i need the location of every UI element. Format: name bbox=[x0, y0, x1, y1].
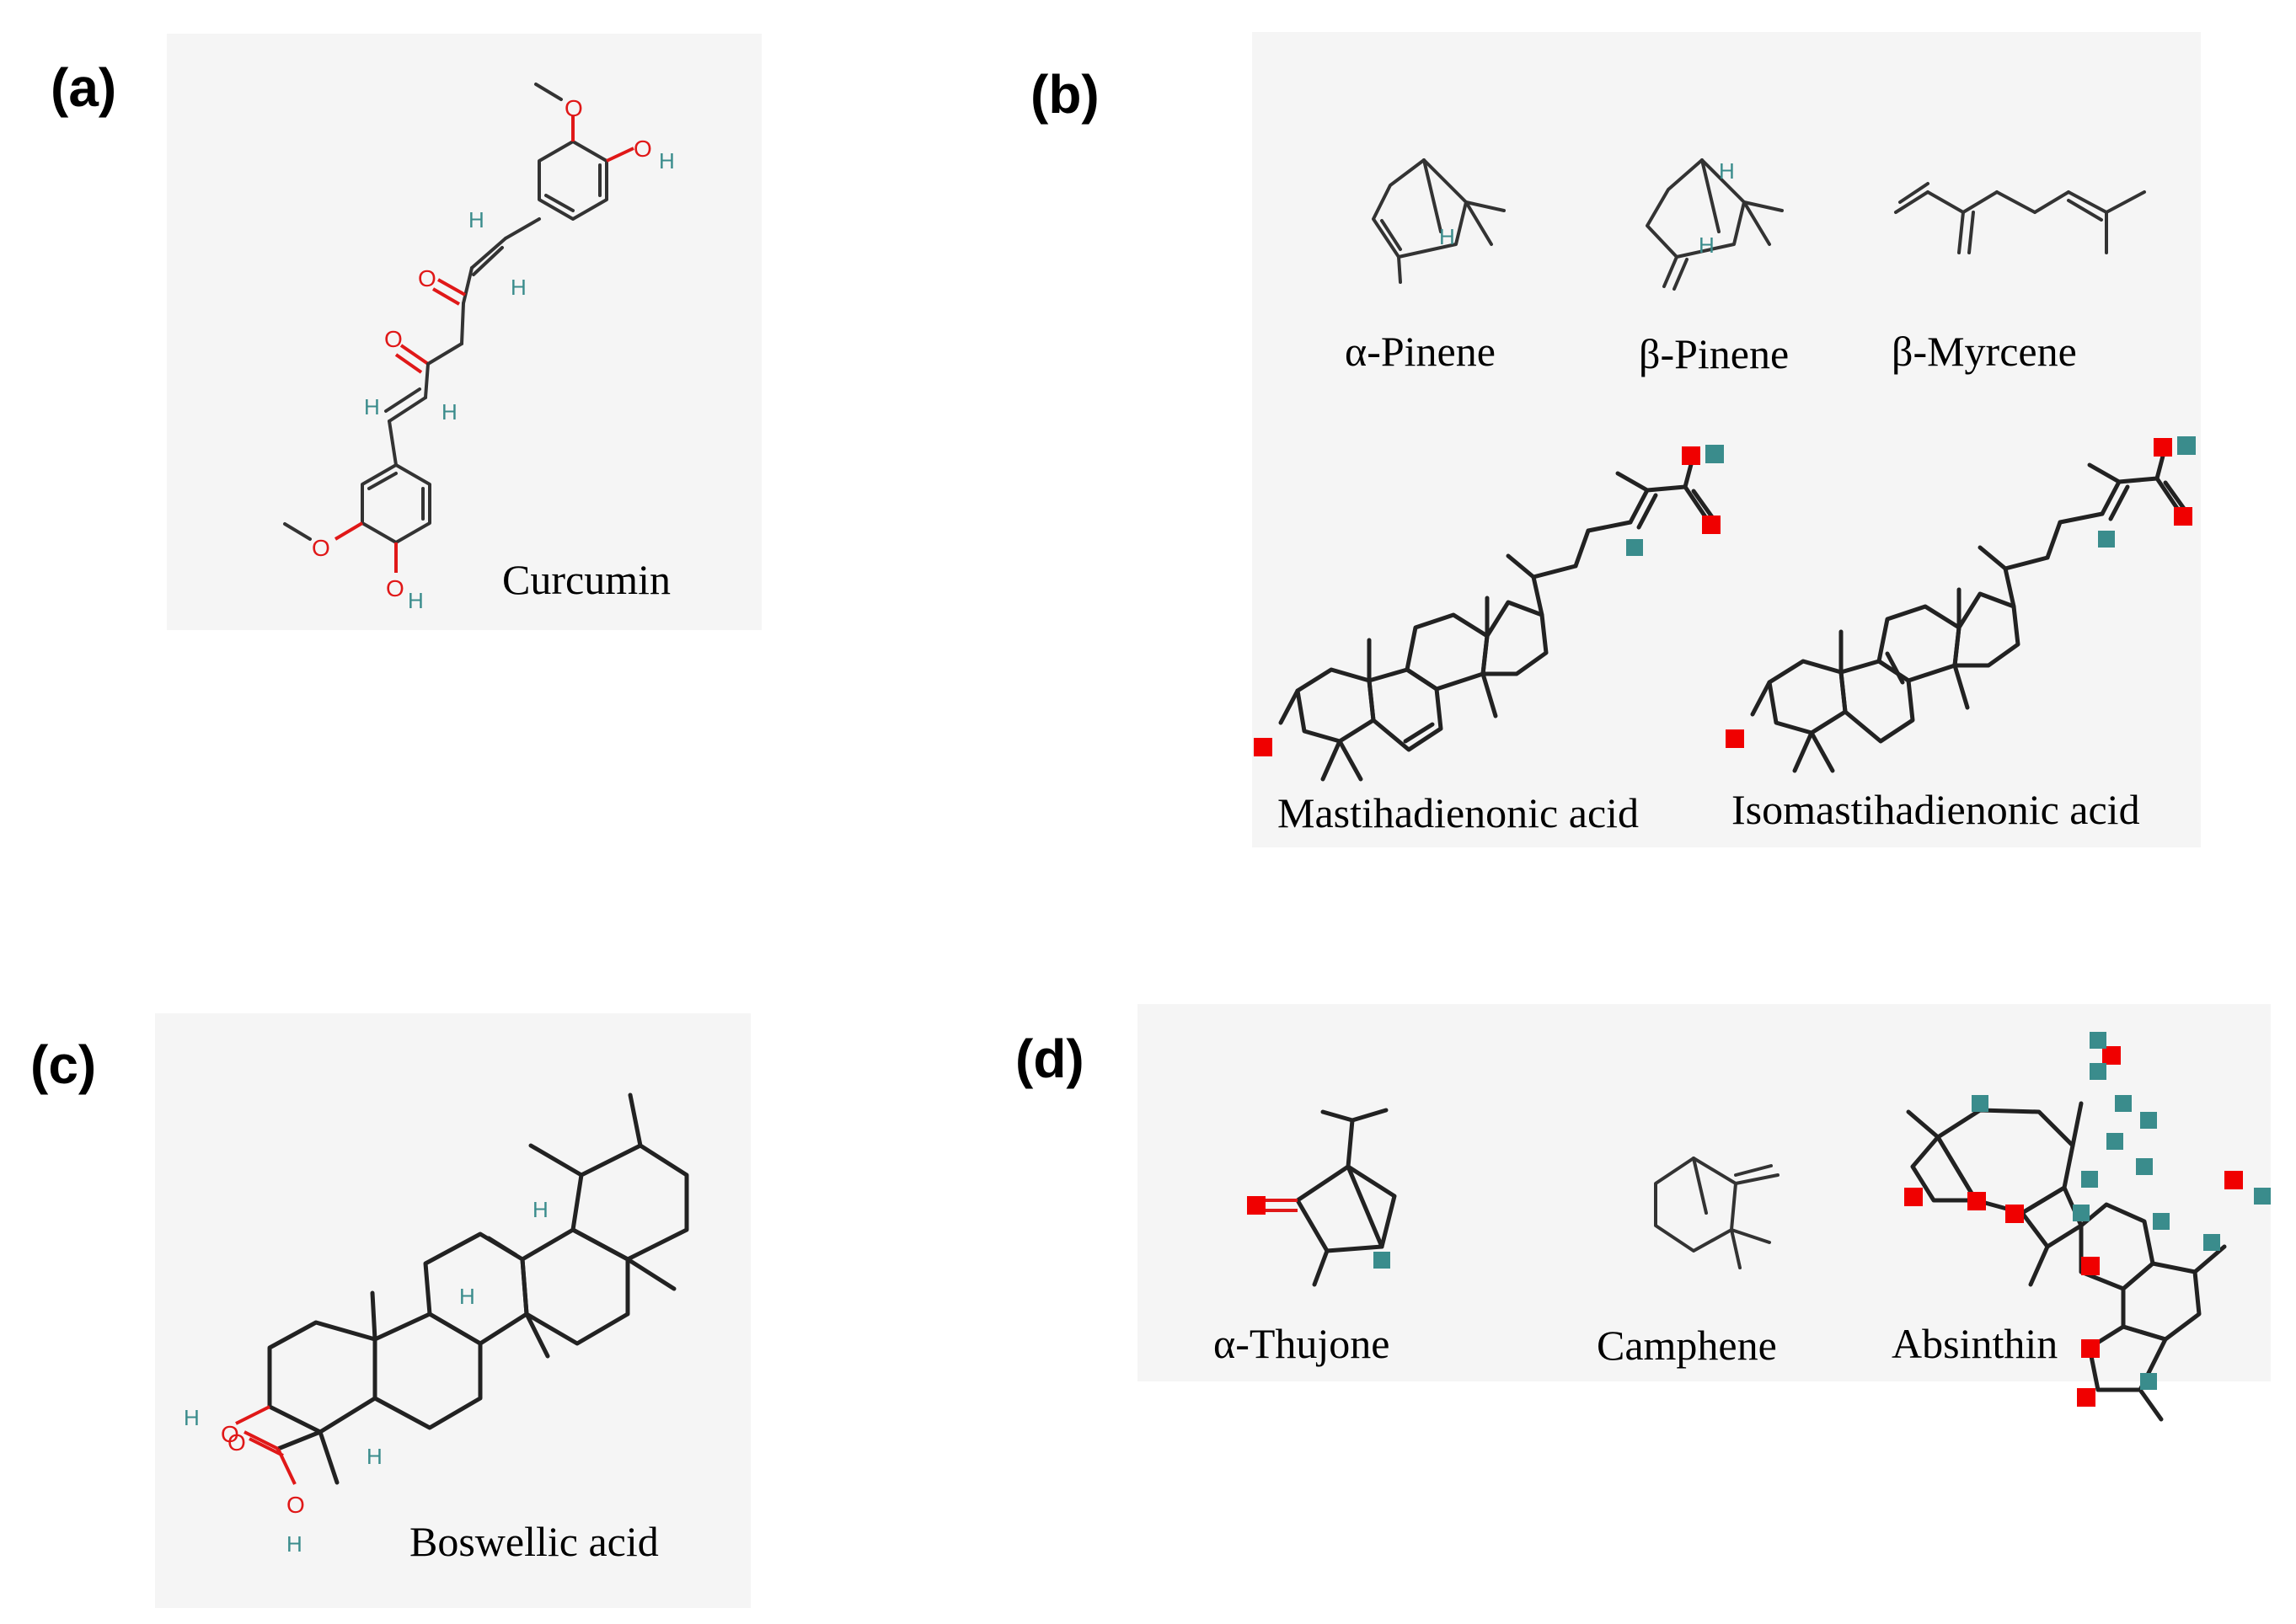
label-curcumin: Curcumin bbox=[502, 556, 671, 603]
label-boswellic-acid: Boswellic acid bbox=[409, 1518, 659, 1565]
label-isomastihadienonic-acid: Isomastihadienonic acid bbox=[1731, 786, 2140, 833]
curcumin-hydroxyl-o-bottom: O bbox=[386, 575, 404, 601]
label-camphene: Camphene bbox=[1597, 1322, 1777, 1369]
boswellic-h-3: H bbox=[367, 1444, 383, 1469]
label-mastihadienonic-acid: Mastihadienonic acid bbox=[1277, 789, 1640, 836]
beta-pinene-h-bottom: H bbox=[1699, 232, 1715, 258]
beta-myrcene-structure bbox=[1894, 182, 2146, 254]
absinthin-structure bbox=[1904, 1032, 2271, 1422]
curcumin-structure: O O H H H O O H H O bbox=[283, 83, 675, 613]
panel-d-background bbox=[1137, 1004, 2271, 1381]
beta-pinene-h-top: H bbox=[1719, 158, 1735, 184]
alpha-pinene-structure: H bbox=[1372, 158, 1506, 284]
curcumin-ketone-o-2: O bbox=[384, 326, 403, 352]
label-alpha-thujone: α-Thujone bbox=[1213, 1320, 1390, 1367]
boswellic-hydroxyl-h: H bbox=[184, 1405, 200, 1430]
curcumin-methoxy-o-top: O bbox=[565, 95, 583, 121]
curcumin-ketone-o-1: O bbox=[418, 265, 436, 291]
panel-a-background bbox=[167, 34, 762, 630]
label-absinthin: Absinthin bbox=[1892, 1320, 2058, 1367]
label-beta-pinene: β-Pinene bbox=[1639, 330, 1790, 377]
beta-pinene-structure: H H bbox=[1646, 158, 1784, 291]
panel-a-tag: (a) bbox=[51, 57, 117, 118]
curcumin-vinyl-h-2: H bbox=[511, 275, 527, 300]
camphene-structure bbox=[1654, 1157, 1780, 1269]
boswellic-h-1: H bbox=[459, 1284, 475, 1309]
alpha-pinene-h: H bbox=[1439, 224, 1455, 249]
panel-b-background bbox=[1252, 32, 2201, 847]
curcumin-hydroxyl-h-bottom: H bbox=[408, 588, 424, 613]
panel-b-tag: (b) bbox=[1030, 64, 1100, 125]
curcumin-hydroxyl-o-top: O bbox=[634, 136, 652, 162]
boswellic-acid-structure: O O H O H H H H bbox=[184, 1092, 689, 1557]
panel-d-tag: (d) bbox=[1015, 1028, 1084, 1089]
boswellic-h-2: H bbox=[533, 1197, 549, 1222]
curcumin-vinyl-h-4: H bbox=[442, 399, 458, 425]
panel-c-tag: (c) bbox=[30, 1034, 97, 1095]
label-beta-myrcene: β-Myrcene bbox=[1892, 328, 2077, 375]
boswellic-hydroxyl-o: O bbox=[221, 1421, 239, 1447]
alpha-thujone-structure bbox=[1247, 1108, 1397, 1287]
isomastihadienonic-acid-structure bbox=[1726, 436, 2196, 773]
label-alpha-pinene: α-Pinene bbox=[1345, 328, 1496, 375]
boswellic-acid-o: O bbox=[286, 1492, 305, 1518]
boswellic-acid-h: H bbox=[286, 1531, 302, 1557]
curcumin-vinyl-h-1: H bbox=[468, 207, 484, 232]
panel-c-background bbox=[155, 1013, 751, 1608]
boswellic-keto-o: O bbox=[227, 1429, 246, 1456]
mastihadienonic-acid-structure bbox=[1254, 445, 1724, 782]
curcumin-methoxy-o-bottom: O bbox=[312, 535, 330, 561]
curcumin-vinyl-h-3: H bbox=[364, 394, 380, 419]
curcumin-hydroxyl-h-top: H bbox=[659, 148, 675, 174]
